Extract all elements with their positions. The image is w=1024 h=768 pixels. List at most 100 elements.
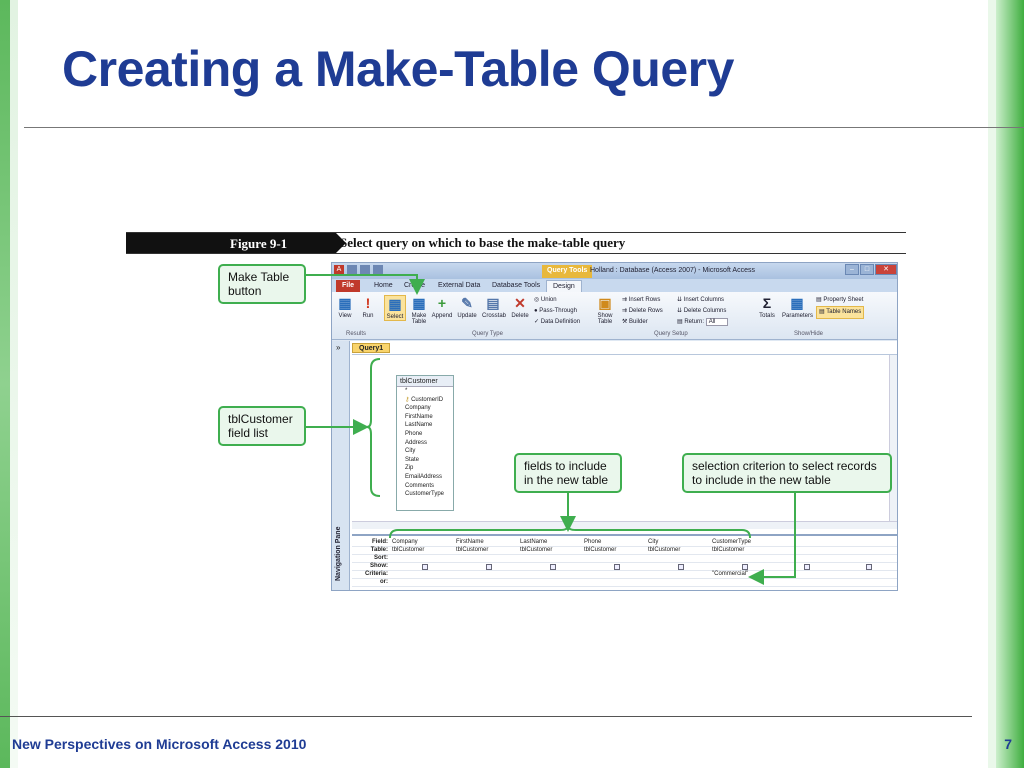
show-checkbox[interactable]	[742, 564, 748, 570]
callout-criterion: selection criterion to select records to…	[682, 453, 892, 493]
grid-field[interactable]: FirstName	[456, 539, 484, 545]
field-list-item[interactable]: City	[405, 448, 416, 455]
parameters-button[interactable]: ▦Parameters	[782, 295, 813, 319]
grid-table[interactable]: tblCustomer	[456, 547, 489, 553]
run-button[interactable]: !Run	[357, 295, 379, 319]
grid-table[interactable]: tblCustomer	[648, 547, 681, 553]
field-list-item[interactable]: Company	[405, 405, 431, 412]
field-list-item[interactable]: Zip	[405, 465, 414, 472]
union-button[interactable]: ◎ Union	[534, 297, 557, 303]
left-decor-bar	[0, 0, 10, 768]
tab-external-data[interactable]: External Data	[438, 282, 481, 289]
show-checkbox[interactable]	[486, 564, 492, 570]
grid-criteria[interactable]: "Commercial"	[712, 571, 749, 577]
row-label-criteria: Criteria:	[364, 571, 388, 577]
tab-design[interactable]: Design	[546, 280, 582, 292]
minimize-button[interactable]: –	[845, 264, 859, 275]
make-table-button[interactable]: ▦Make Table	[408, 295, 430, 325]
field-list-item[interactable]: CustomerType	[405, 491, 445, 498]
grid-row-criteria: Criteria: "Commercial"	[352, 571, 897, 579]
field-list-item[interactable]: Address	[405, 439, 428, 446]
field-list-item[interactable]: State	[405, 456, 420, 463]
grid-field[interactable]: Company	[392, 539, 418, 545]
field-list-item[interactable]: EmailAddress	[405, 473, 443, 480]
make-table-connector	[306, 274, 425, 295]
table-names-button[interactable]: ▤ Table Names	[816, 306, 865, 319]
design-grid: Field: Company FirstName LastName Phone …	[352, 534, 897, 590]
grid-table[interactable]: tblCustomer	[392, 547, 425, 553]
delete-columns-button[interactable]: ⇊ Delete Columns	[677, 308, 727, 314]
make-table-label: Make Table	[411, 313, 427, 325]
sigma-icon: Σ	[762, 295, 772, 311]
delete-button[interactable]: ✕Delete	[509, 295, 531, 319]
show-checkbox[interactable]	[866, 564, 872, 570]
grid-table[interactable]: tblCustomer	[520, 547, 553, 553]
insert-rows-button[interactable]: ⇉ Insert Rows	[622, 297, 661, 303]
tab-database-tools[interactable]: Database Tools	[492, 282, 541, 289]
navigation-pane[interactable]: » Navigation Pane	[332, 341, 350, 590]
grid-field[interactable]: Phone	[584, 539, 602, 545]
update-button[interactable]: ✎Update	[456, 295, 478, 319]
append-button[interactable]: +Append	[431, 295, 453, 319]
context-tab-query-tools: Query Tools	[542, 265, 593, 278]
group-show-hide: Show/Hide	[794, 331, 824, 337]
field-list-item[interactable]: Phone	[405, 430, 423, 437]
builder-button[interactable]: ⚒ Builder	[622, 319, 648, 325]
data-definition-button[interactable]: ✓ Data Definition	[534, 319, 581, 325]
group-results: Results	[346, 331, 367, 337]
show-checkbox[interactable]	[614, 564, 620, 570]
table-names-label: Table Names	[826, 309, 862, 315]
field-list-item[interactable]: FirstName	[405, 413, 433, 420]
grid-row-table: Table: tblCustomer tblCustomer tblCustom…	[352, 547, 897, 555]
show-checkbox[interactable]	[678, 564, 684, 570]
show-checkbox[interactable]	[804, 564, 810, 570]
grid-field[interactable]: CustomerType	[712, 539, 752, 545]
grid-field[interactable]: LastName	[520, 539, 548, 545]
expand-pane-icon[interactable]: »	[336, 343, 341, 352]
field-list-tblcustomer[interactable]: tblCustomer * ⚷ CustomerID Company First…	[396, 375, 454, 511]
ribbon: ▦View !Run ▦Select ▦Make Table +Append ✎…	[332, 292, 897, 340]
tab-query1[interactable]: Query1	[352, 343, 391, 353]
maximize-button[interactable]: □	[860, 264, 874, 275]
tab-file[interactable]: File	[336, 280, 361, 292]
vertical-scrollbar[interactable]	[889, 355, 897, 525]
show-checkbox[interactable]	[422, 564, 428, 570]
field-list-item[interactable]: LastName	[405, 422, 433, 429]
insert-columns-button[interactable]: ⇊ Insert Columns	[677, 297, 725, 303]
horizontal-scrollbar[interactable]	[352, 521, 897, 529]
return-value[interactable]: All	[705, 318, 729, 326]
crosstab-button[interactable]: ▤Crosstab	[482, 295, 506, 319]
show-checkbox[interactable]	[550, 564, 556, 570]
row-label-show: Show:	[370, 563, 388, 569]
grid-field[interactable]: City	[648, 539, 659, 545]
field-customerid: CustomerID	[411, 396, 444, 403]
field-list-item[interactable]: *	[405, 388, 408, 394]
access-logo-icon: A	[334, 265, 344, 275]
undo-icon[interactable]	[360, 265, 370, 275]
view-icon: ▦	[338, 295, 352, 311]
customize-icon[interactable]	[373, 265, 383, 275]
property-sheet-button[interactable]: ▤ Property Sheet	[816, 297, 864, 303]
select-button[interactable]: ▦Select	[384, 295, 406, 321]
show-table-button[interactable]: ▣Show Table	[594, 295, 616, 325]
save-icon[interactable]	[347, 265, 357, 275]
insert-columns-label: Insert Columns	[683, 297, 725, 303]
title-bar: A Query Tools Holland : Database (Access…	[332, 263, 897, 279]
field-list-item[interactable]: Comments	[405, 482, 435, 489]
close-button[interactable]: ✕	[875, 264, 897, 275]
return-selector[interactable]: ▤ Return: All	[677, 317, 729, 328]
grid-table[interactable]: tblCustomer	[584, 547, 617, 553]
show-table-label: Show Table	[597, 313, 613, 325]
callout-make-table: Make Table button	[218, 264, 306, 304]
tab-home[interactable]: Home	[374, 282, 393, 289]
pass-through-button[interactable]: ● Pass-Through	[534, 308, 577, 314]
columns-list: ⇊ Insert Columns ⇊ Delete Columns ▤ Retu…	[677, 295, 729, 328]
grid-row-or: or:	[352, 579, 897, 587]
delete-rows-button[interactable]: ⇉ Delete Rows	[622, 308, 663, 314]
field-list-title: tblCustomer	[397, 376, 453, 387]
view-button[interactable]: ▦View	[334, 295, 356, 319]
grid-table[interactable]: tblCustomer	[712, 547, 745, 553]
field-list-item-key[interactable]: ⚷ CustomerID	[397, 396, 453, 405]
